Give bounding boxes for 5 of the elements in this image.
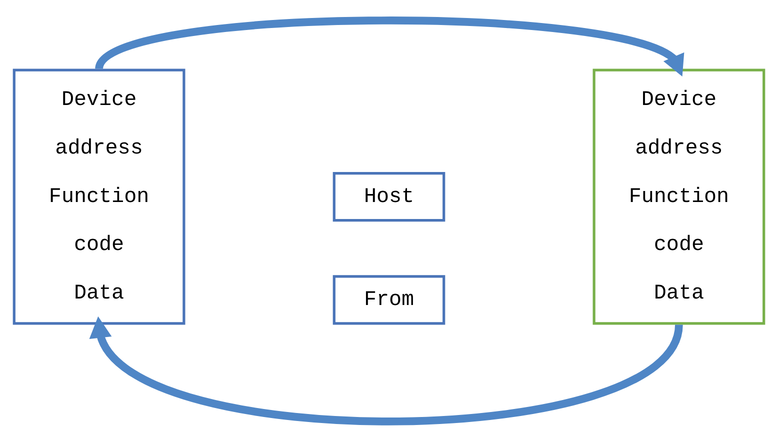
node-box: Device address Function code Data (592, 68, 766, 325)
node-box: From (332, 275, 446, 325)
node-box: Host (332, 172, 446, 222)
node-box: Device address Function code Data (12, 68, 186, 325)
arrow (96, 16, 684, 77)
